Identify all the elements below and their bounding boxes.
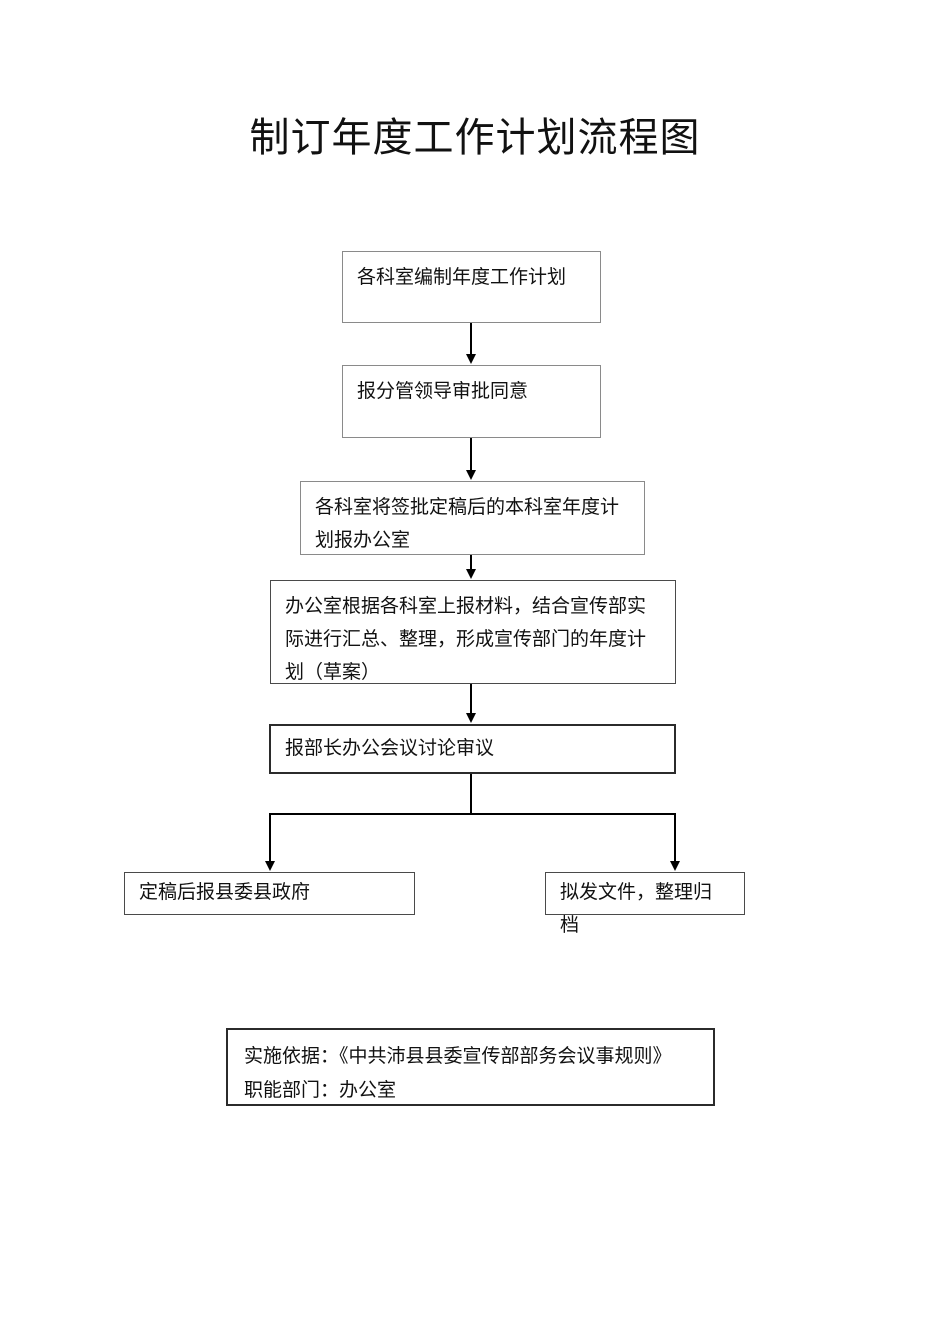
flow-node-step-3[interactable]: 各科室将签批定稿后的本科室年度计 划报办公室 (300, 481, 645, 555)
page-title: 制订年度工作计划流程图 (249, 115, 701, 160)
flow-node-step-5[interactable]: 报部长办公会议讨论审议 (269, 724, 676, 774)
flow-node-step-4[interactable]: 办公室根据各科室上报材料，结合宣传部实 际进行汇总、整理，形成宣传部门的年度计 … (270, 580, 676, 684)
flow-node-step-2[interactable]: 报分管领导审批同意 (342, 365, 601, 438)
implementation-basis-note: 实施依据：《中共沛县县委宣传部部务会议事规则》 职能部门：办公室 (226, 1028, 715, 1106)
flow-node-step-1[interactable]: 各科室编制年度工作计划 (342, 251, 601, 323)
flow-node-branch-right[interactable]: 拟发文件，整理归档 (545, 872, 745, 936)
flow-node-branch-left[interactable]: 定稿后报县委县政府 (124, 872, 415, 915)
